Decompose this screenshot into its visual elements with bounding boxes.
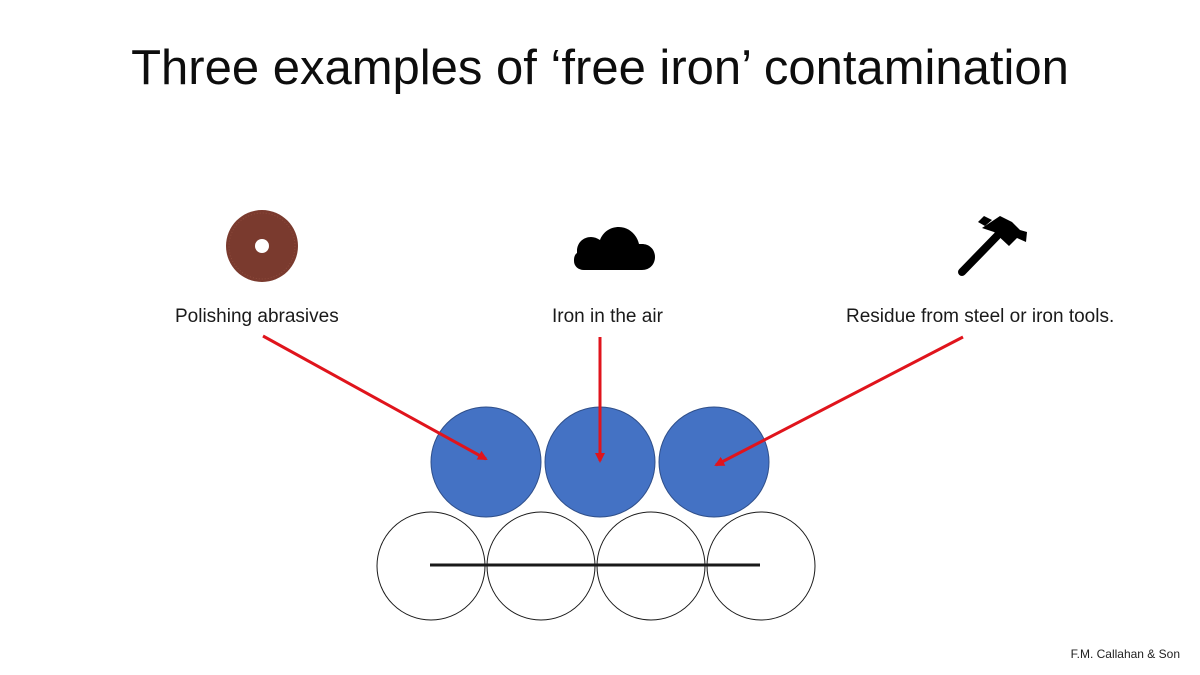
base-metal-layer [376, 511, 816, 621]
hammer-icon [958, 216, 1027, 276]
credit-text: F.M. Callahan & Son [1070, 647, 1180, 661]
slide-title: Three examples of ‘free iron’ contaminat… [131, 41, 1069, 95]
contamination-arrows [262, 334, 964, 467]
label-iron-in-air: Iron in the air [552, 306, 663, 327]
arrow-abrasives [262, 334, 488, 461]
label-polishing-abrasives: Polishing abrasives [175, 306, 339, 327]
iron-particle [430, 406, 542, 518]
arrow-tools [714, 335, 964, 467]
abrasive-disc-icon [226, 210, 298, 282]
cloud-icon [574, 227, 655, 270]
label-tool-residue: Residue from steel or iron tools. [846, 306, 1115, 327]
iron-particle [658, 406, 770, 518]
